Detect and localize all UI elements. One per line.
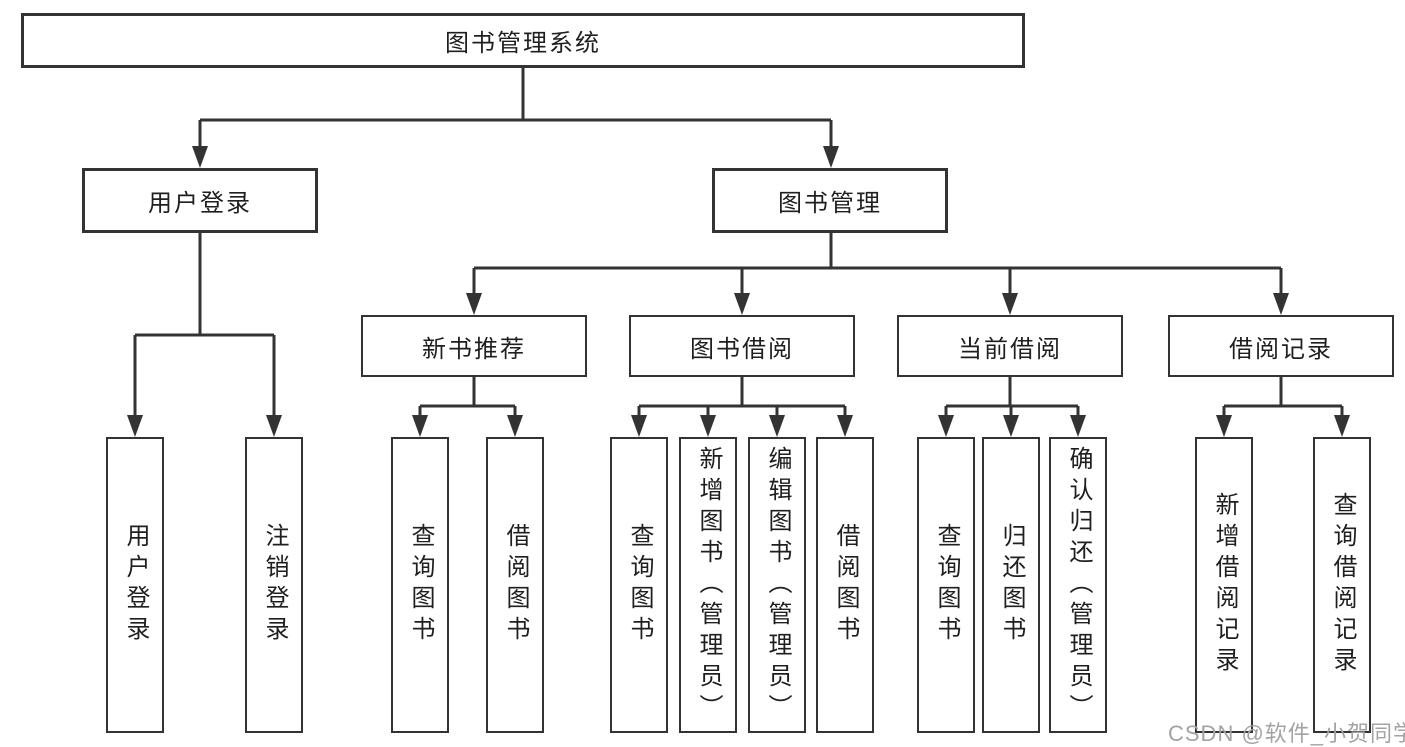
leaf-user-login-label: 用户登录 [122, 523, 149, 647]
node-book-borrow: 图书借阅 [629, 315, 855, 377]
leaf-cb-confirm-return-admin-label: 确认归还（管理员） [1065, 445, 1092, 725]
leaf-logout: 注销登录 [245, 437, 303, 733]
leaf-bb-query-book-label: 查询图书 [626, 523, 653, 647]
leaf-cb-return-book: 归还图书 [982, 437, 1040, 733]
node-user-login: 用户登录 [82, 168, 318, 233]
node-root-label: 图书管理系统 [445, 30, 601, 57]
node-user-login-label: 用户登录 [148, 190, 252, 217]
node-book-borrow-label: 图书借阅 [690, 335, 794, 363]
leaf-bb-add-book-admin-label: 新增图书（管理员） [695, 445, 722, 725]
node-new-book-recommend: 新书推荐 [361, 315, 587, 377]
connector-book-borrow-branch [631, 377, 853, 437]
leaf-nb-borrow-book: 借阅图书 [486, 437, 544, 733]
leaf-nb-borrow-book-label: 借阅图书 [502, 523, 529, 647]
leaf-cb-query-book-label: 查询图书 [933, 523, 960, 647]
leaf-bb-borrow-book: 借阅图书 [816, 437, 874, 733]
connector-borrow-records-branch [1216, 377, 1350, 437]
leaf-nb-query-book: 查询图书 [391, 437, 449, 733]
leaf-br-add-record: 新增借阅记录 [1195, 437, 1253, 733]
leaf-bb-borrow-book-label: 借阅图书 [832, 523, 859, 647]
node-borrow-records: 借阅记录 [1168, 315, 1394, 377]
node-new-book-recommend-label: 新书推荐 [422, 335, 526, 363]
node-book-management: 图书管理 [712, 168, 948, 233]
leaf-bb-add-book-admin: 新增图书（管理员） [679, 437, 737, 733]
node-book-management-label: 图书管理 [778, 190, 882, 217]
csdn-watermark: CSDN @软件_小贺同学 [1168, 721, 1405, 746]
node-current-borrow: 当前借阅 [897, 315, 1123, 377]
leaf-bb-edit-book-admin: 编辑图书（管理员） [748, 437, 806, 733]
connector-current-borrow-branch [938, 377, 1086, 437]
leaf-br-query-record-label: 查询借阅记录 [1329, 492, 1356, 678]
leaf-br-add-record-label: 新增借阅记录 [1211, 492, 1238, 678]
leaf-bb-query-book: 查询图书 [610, 437, 668, 733]
node-current-borrow-label: 当前借阅 [958, 335, 1062, 363]
connector-new-book-branch [412, 377, 523, 437]
leaf-nb-query-book-label: 查询图书 [407, 523, 434, 647]
connector-root-to-level2 [192, 68, 839, 168]
leaf-bb-edit-book-admin-label: 编辑图书（管理员） [764, 445, 791, 725]
node-root-system: 图书管理系统 [21, 13, 1025, 68]
leaf-user-login: 用户登录 [106, 437, 164, 733]
leaf-br-query-record: 查询借阅记录 [1313, 437, 1371, 733]
leaf-cb-query-book: 查询图书 [917, 437, 975, 733]
connector-book-management-branch [466, 233, 1289, 315]
leaf-cb-return-book-label: 归还图书 [998, 523, 1025, 647]
connector-user-login-branch [127, 233, 282, 437]
leaf-logout-label: 注销登录 [261, 523, 288, 647]
leaf-cb-confirm-return-admin: 确认归还（管理员） [1049, 437, 1107, 733]
node-borrow-records-label: 借阅记录 [1229, 335, 1333, 363]
